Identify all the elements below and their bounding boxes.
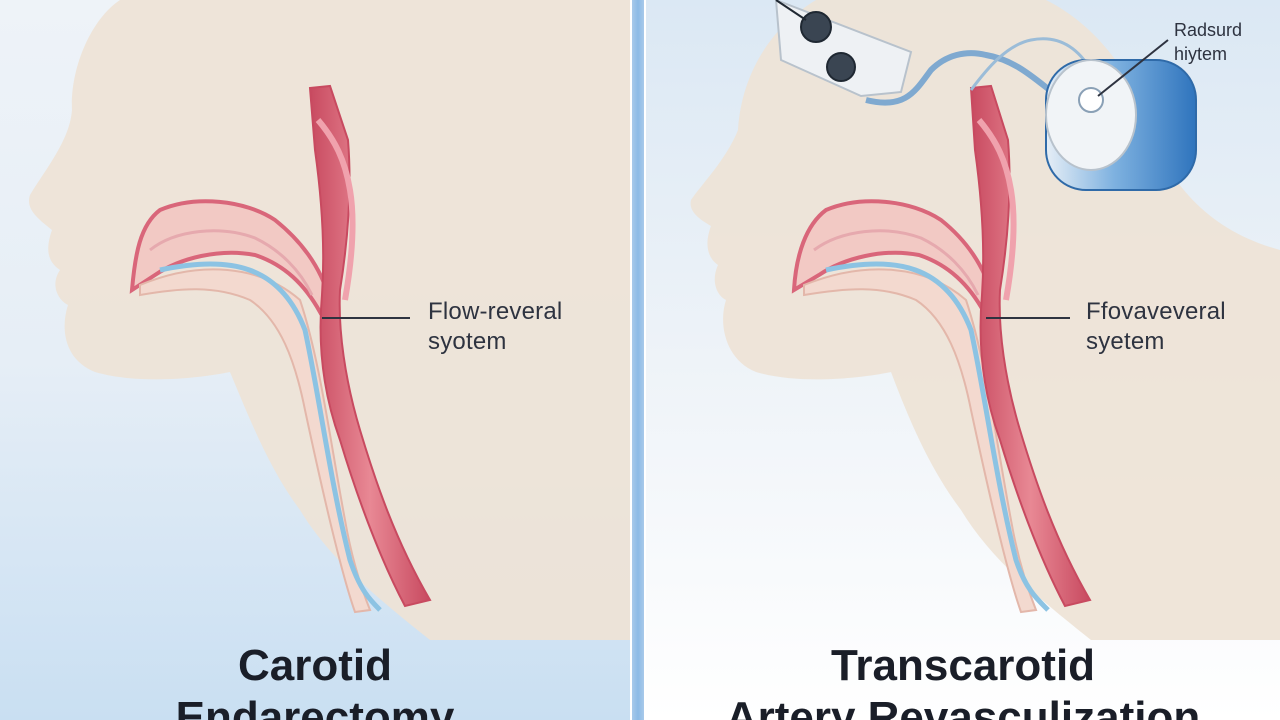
- panel-divider: [630, 0, 646, 720]
- left-illustration: [0, 0, 630, 720]
- procedure-title: Transcarotid Artery Revasculization: [646, 640, 1280, 720]
- airway: [129, 199, 333, 316]
- procedure-title: Carotid Endarectomy: [0, 640, 630, 720]
- device-label-line1: Radsurd: [1174, 20, 1243, 40]
- flow-reversal-callout: Ffovaveveral syetem: [1086, 297, 1226, 357]
- carotid-branch: [315, 118, 356, 301]
- callout-line1: Ffovaveveral: [1086, 298, 1226, 325]
- callout-line2: syetem: [1086, 328, 1165, 355]
- airway: [791, 199, 997, 316]
- title-line2: Endarectomy: [175, 693, 455, 720]
- catheter-line: [159, 261, 382, 612]
- callout-line1: Flow-reveral: [428, 298, 563, 325]
- left-panel: Flow-reveral syotem Carotid Endarectomy: [0, 0, 630, 720]
- flow-reversal-callout: Flow-reveral syotem: [428, 297, 562, 357]
- catheter-line: [825, 261, 1050, 612]
- right-illustration: [646, 0, 1280, 720]
- title-line1: Transcarotid: [830, 641, 1096, 690]
- device-tubing: [865, 50, 1058, 106]
- carotid-branch: [976, 118, 1017, 301]
- carotid-artery: [969, 84, 1092, 608]
- carotid-artery: [308, 84, 432, 608]
- device-label-line2: hiytem: [1174, 44, 1228, 64]
- callout-line2: syotem: [428, 328, 507, 355]
- device-callout-line: [1097, 39, 1169, 97]
- filter-canister: [1045, 59, 1197, 191]
- airway-inner: [149, 229, 314, 296]
- airway-inner: [813, 229, 980, 296]
- title-line2: Artery Revasculization: [725, 693, 1201, 720]
- device-tubing-thin: [969, 37, 1093, 91]
- title-line1: Carotid: [238, 641, 392, 690]
- right-panel: Radsurd hiytem Ffovaveveral syetem Trans…: [646, 0, 1280, 720]
- knob-icon: [826, 52, 856, 82]
- knob-icon: [800, 11, 832, 43]
- control-box: [774, 0, 913, 98]
- device-label: Radsurd hiytem: [1174, 18, 1242, 66]
